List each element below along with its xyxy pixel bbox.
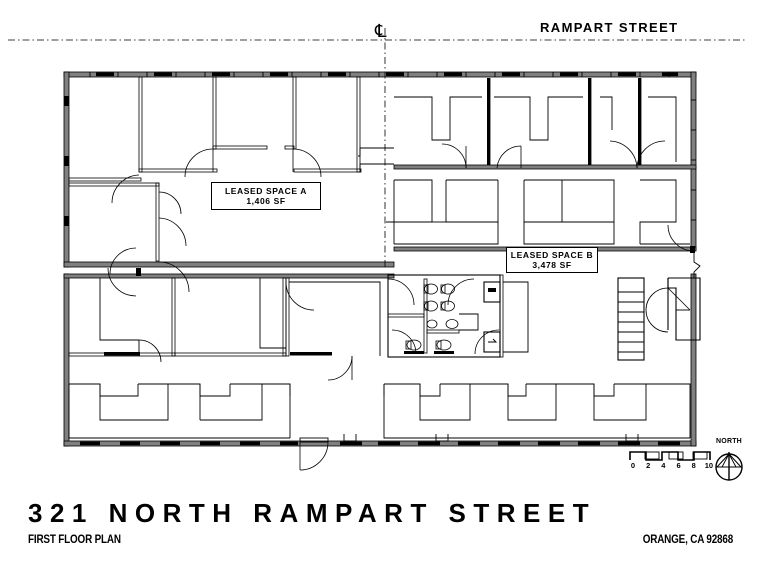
leased-space-a-callout: LEASED SPACE A 1,406 SF: [211, 182, 321, 210]
north-facade-windows: [89, 72, 670, 77]
lower-west-cubicles: [68, 383, 291, 439]
lower-east-cubicles: [383, 383, 691, 439]
scale-bar-ticks: 0 2 4 6 8 10: [628, 461, 714, 470]
centerline-symbol: ℄: [375, 21, 387, 42]
leased-space-b-callout: LEASED SPACE B 3,478 SF: [506, 247, 598, 273]
location-label: ORANGE, CA 92868: [642, 534, 733, 546]
scale-bar: [628, 448, 712, 474]
scale-tick-2: 2: [646, 461, 651, 470]
south-facade-glazing: [80, 441, 680, 446]
leased-space-b-north-offices: [393, 78, 697, 221]
title-block: 321 NORTH RAMPART STREET FIRST FLOOR PLA…: [0, 492, 761, 588]
scale-tick-8: 8: [691, 461, 696, 470]
scale-tick-0: 0: [630, 461, 636, 470]
exterior-doors: [64, 96, 639, 471]
north-facade-glazing: [96, 72, 678, 77]
north-arrow-label: NORTH: [716, 438, 742, 445]
north-arrow-icon: [708, 438, 750, 482]
scale-tick-6: 6: [676, 461, 681, 470]
leased-space-a-partitions: [68, 76, 394, 293]
leased-space-b-name: LEASED SPACE B: [510, 250, 594, 260]
east-entry-vestibule: [645, 224, 701, 341]
scale-tick-10: 10: [704, 461, 714, 470]
leased-space-b-area: 3,478 SF: [532, 260, 572, 270]
street-name-label: RAMPART STREET: [540, 20, 679, 35]
lower-west-offices: [68, 247, 381, 381]
scale-tick-4: 4: [661, 461, 666, 470]
leased-space-a-name: LEASED SPACE A: [224, 186, 308, 196]
page-title: 321 NORTH RAMPART STREET: [28, 498, 597, 528]
restroom-core: [387, 274, 501, 358]
leased-space-b-cubicles-upper: [386, 179, 690, 245]
service-closets: [483, 274, 529, 358]
plan-type-label: FIRST FLOOR PLAN: [28, 534, 121, 546]
leased-space-a-area: 1,406 SF: [246, 196, 286, 206]
stairway: [617, 277, 645, 361]
